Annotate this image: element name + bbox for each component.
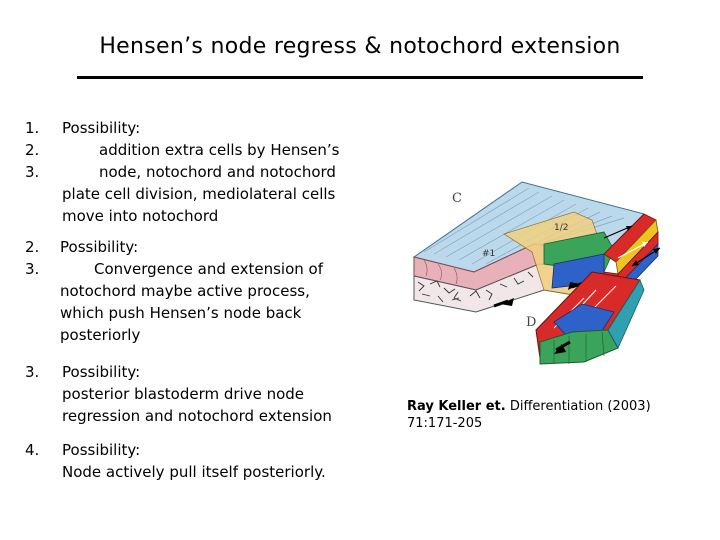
item-4-numbers: 4. xyxy=(25,439,39,461)
item-line: posterior blastoderm drive node xyxy=(62,385,305,403)
item-line: Convergence and extension of xyxy=(94,260,324,278)
item-number: 4. xyxy=(25,441,40,459)
panel-d-label: D xyxy=(526,315,536,330)
item-1-text: Possibility: addition extra cells by Hen… xyxy=(62,117,339,227)
item-number: 2. xyxy=(25,238,40,256)
item-line: which push Hensen’s node back xyxy=(60,304,302,322)
citation-authors: Ray Keller et. xyxy=(407,399,506,414)
item-line: regression and notochord extension xyxy=(62,407,332,425)
item-line: Possibility: xyxy=(62,119,141,137)
item-2-text: Possibility: Convergence and extension o… xyxy=(60,236,323,346)
item-1-numbers: 1. 2. 3. xyxy=(25,117,39,183)
slide-title: Hensen’s node regress & notochord extens… xyxy=(99,34,621,59)
item-3-text: Possibility: posterior blastoderm drive … xyxy=(62,361,332,427)
label-half: 1/2 xyxy=(554,223,568,233)
citation-journal: Differentiation (2003) xyxy=(509,399,651,414)
item-line: addition extra cells by Hensen’s xyxy=(99,141,340,159)
item-line: Node actively pull itself posteriorly. xyxy=(62,463,326,481)
item-2-numbers: 2. 3. xyxy=(25,236,39,280)
panel-c-block xyxy=(412,181,659,313)
item-line: plate cell division, mediolateral cells xyxy=(62,185,336,203)
item-line: Possibility: xyxy=(60,238,139,256)
citation: Ray Keller et. Differentiation (2003) 71… xyxy=(407,398,651,432)
item-number: 2. xyxy=(25,141,40,159)
panel-c-label: C xyxy=(452,191,462,206)
item-line: posteriorly xyxy=(60,326,141,344)
label-hash1: #1 xyxy=(482,249,495,259)
panel-d-block xyxy=(535,247,661,365)
embryo-diagram: C D 1/2 #1 xyxy=(412,181,661,365)
item-number: 1. xyxy=(25,119,40,137)
item-line: node, notochord and notochord xyxy=(99,163,336,181)
item-number: 3. xyxy=(25,163,40,181)
item-4-text: Possibility: Node actively pull itself p… xyxy=(62,439,326,483)
item-line: Possibility: xyxy=(62,441,141,459)
item-number: 3. xyxy=(25,260,40,278)
citation-volume: 71:171-205 xyxy=(407,416,483,431)
item-line: Possibility: xyxy=(62,363,141,381)
item-line: move into notochord xyxy=(62,207,219,225)
item-number: 3. xyxy=(25,363,40,381)
item-3-numbers: 3. xyxy=(25,361,39,383)
title-underline xyxy=(77,76,643,79)
item-line: notochord maybe active process, xyxy=(60,282,310,300)
